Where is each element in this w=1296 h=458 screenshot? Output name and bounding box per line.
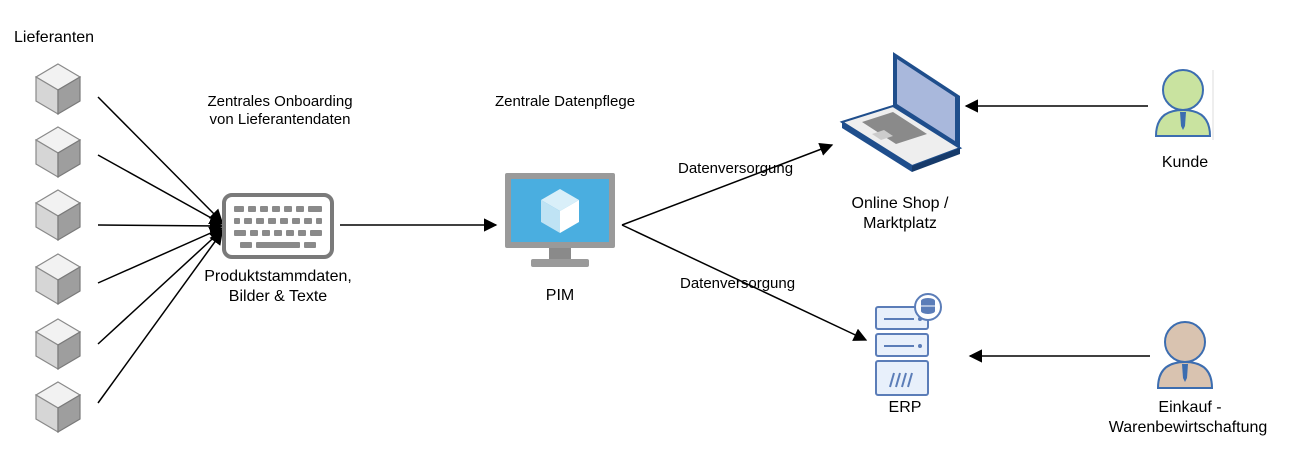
pim-label: PIM bbox=[545, 287, 575, 304]
arrow-pim-to-erp bbox=[621, 224, 868, 341]
arrow-pim-to-shop bbox=[621, 143, 834, 226]
supplier-cube-icon bbox=[35, 189, 81, 241]
edge-label-to-erp: Datenversorgung bbox=[680, 275, 796, 292]
person-icon bbox=[1154, 69, 1214, 140]
onboarding-caption-line1: Zentrales Onboarding bbox=[207, 93, 353, 110]
monitor-cube-icon bbox=[505, 173, 615, 267]
shop-label-line1: Online Shop / bbox=[851, 195, 949, 212]
server-database-icon bbox=[875, 293, 942, 396]
supplier-cube-icon bbox=[35, 126, 81, 178]
erp-label: ERP bbox=[888, 399, 922, 416]
supplier-cube-icon bbox=[35, 381, 81, 433]
laptop-icon bbox=[839, 52, 963, 172]
person-icon bbox=[1156, 321, 1214, 389]
supplier-cubes bbox=[35, 63, 81, 433]
shop-label-line2: Marktplatz bbox=[863, 215, 937, 232]
supplier-cube-icon bbox=[35, 63, 81, 115]
pim-caption: Zentrale Datenpflege bbox=[494, 93, 636, 110]
onboarding-caption-line2: von Lieferantendaten bbox=[209, 111, 351, 128]
suppliers-title: Lieferanten bbox=[14, 29, 95, 46]
keyboard-icon bbox=[222, 193, 334, 259]
onboarding-label-line2: Bilder & Texte bbox=[228, 288, 328, 305]
supplier-cube-icon bbox=[35, 318, 81, 370]
supplier-cube-icon bbox=[35, 253, 81, 305]
onboarding-label-line1: Produktstammdaten, bbox=[204, 268, 352, 285]
customer-label: Kunde bbox=[1161, 154, 1209, 171]
edge-label-to-shop: Datenversorgung bbox=[678, 160, 794, 177]
purchasing-label-line2: Warenbewirtschaftung bbox=[1108, 419, 1268, 436]
supplier-arrows bbox=[97, 96, 224, 404]
purchasing-label-line1: Einkauf - bbox=[1158, 399, 1222, 416]
